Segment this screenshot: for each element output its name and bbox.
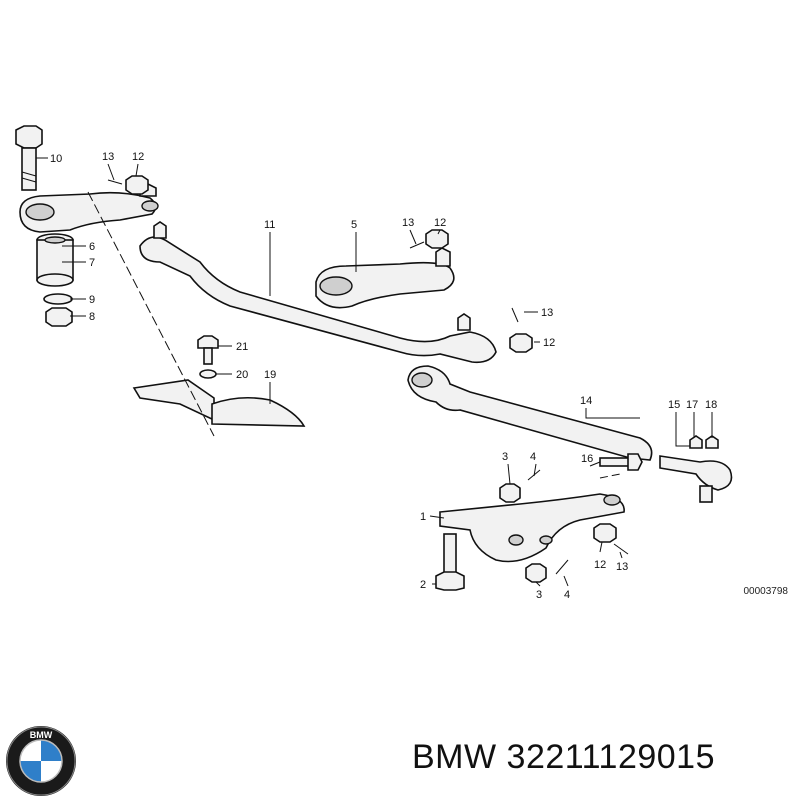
callout-16: 16 [581,453,593,465]
callout-2: 2 [420,579,426,591]
callout-12: 12 [132,151,144,163]
callout-7: 7 [89,257,95,269]
bolt-21-part [197,335,219,379]
bracket-part [439,493,625,563]
bolt-part [15,125,43,191]
leader-lines [36,157,713,587]
callout-5: 5 [351,219,357,231]
callout-12: 12 [594,559,606,571]
split-pin-part [107,179,629,575]
callout-18: 18 [705,399,717,411]
part-number: 32211129015 [506,738,716,776]
callout-13: 13 [102,151,114,163]
bolt-2-part [435,533,465,591]
center-link-part [139,221,497,364]
washer-nut-part [43,293,73,327]
callout-8: 8 [89,311,95,323]
callout-9: 9 [89,294,95,306]
callout-13: 13 [541,307,553,319]
tie-rod-end-part [659,435,733,503]
callout-12: 12 [543,337,555,349]
heat-shield-part [132,379,306,427]
callout-4: 4 [564,589,570,601]
tie-rod-part [407,365,653,461]
callout-21: 21 [236,341,248,353]
castle-nut-part [125,175,617,543]
logo-letters: BMW [30,730,53,740]
bushing-part [36,233,74,287]
callout-3: 3 [502,451,508,463]
callout-12: 12 [434,217,446,229]
callout-20: 20 [236,369,248,381]
bmw-logo: BMW [6,726,76,796]
callout-6: 6 [89,241,95,253]
callout-15: 15 [668,399,680,411]
idler-arm-part [19,183,159,233]
callout-19: 19 [264,369,276,381]
callout-14: 14 [580,395,592,407]
brand-name: BMW [412,738,497,776]
callout-17: 17 [686,399,698,411]
callout-3: 3 [536,589,542,601]
callout-13: 13 [616,561,628,573]
callout-4: 4 [530,451,536,463]
callout-11: 11 [264,219,275,231]
nut-3-part [499,483,547,583]
part-caption: BMW 32211129015 [412,738,715,777]
bolt-16-part [599,453,643,471]
drawing-number: 00003798 [743,586,789,597]
callout-13: 13 [402,217,414,229]
pitman-arm-part [315,247,455,309]
callout-1: 1 [420,511,426,523]
callout-10: 10 [50,153,62,165]
